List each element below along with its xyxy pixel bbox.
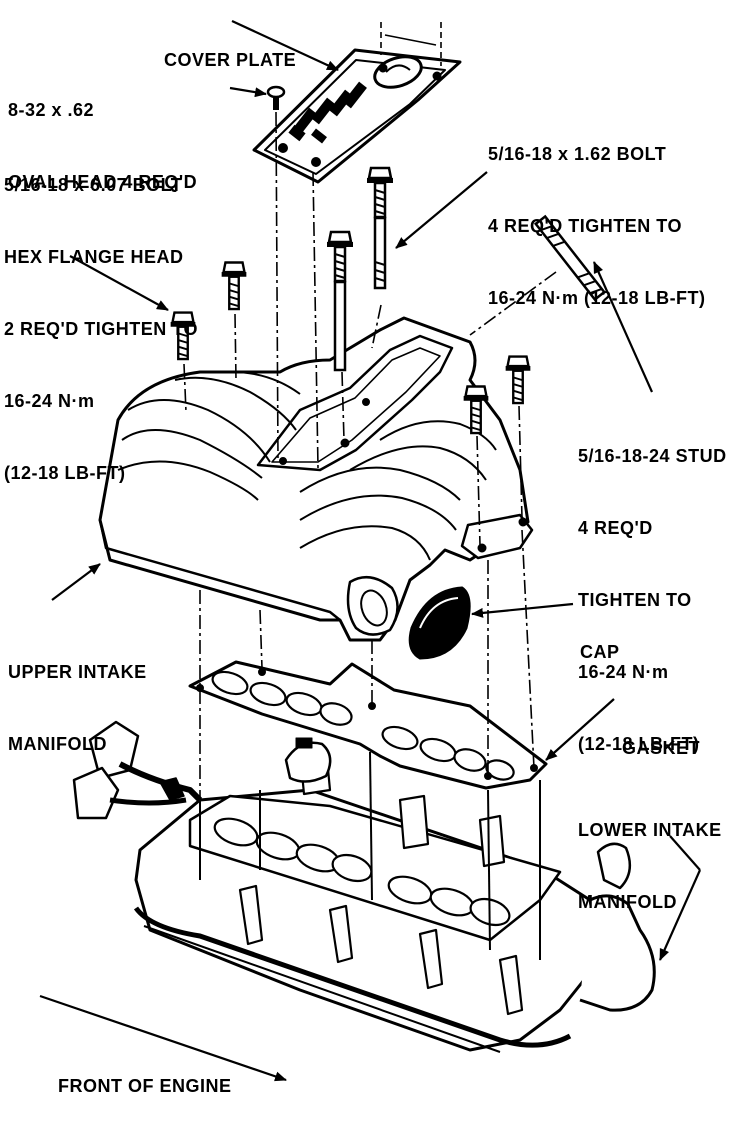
label-line: 16-24 N·m <box>4 391 95 411</box>
label-line: MANIFOLD <box>8 734 107 754</box>
gasket-part <box>188 660 548 790</box>
exploded-view-drawing <box>39 20 702 1082</box>
label-line: (12-18 LB-FT) <box>4 463 126 483</box>
label-line: 4 REQ'D TIGHTEN TO <box>488 216 682 236</box>
label-line: HEX FLANGE HEAD <box>4 247 184 267</box>
label-line: 5/16-18 x 1.62 BOLT <box>488 144 667 164</box>
label-line: COVER PLATE <box>164 50 297 70</box>
alignment-lines <box>183 111 557 870</box>
label-line: MANIFOLD <box>578 892 677 912</box>
intake-manifold-diagram: COVER PLATE 8-32 x .62 OVAL HEAD 4 REQ'D… <box>4 0 727 1096</box>
label-stud: 5/16-18-24 STUD 4 REQ'D TIGHTEN TO 16-24… <box>578 396 727 780</box>
label-line: 16-24 N·m (12-18 LB-FT) <box>488 288 706 308</box>
label-line: TIGHTEN TO <box>578 590 692 610</box>
wiring-harness <box>72 720 203 820</box>
label-line: 16-24 N·m <box>578 662 669 682</box>
label-front-of-engine: FRONT OF ENGINE <box>58 1026 232 1122</box>
label-line: 2 REQ'D TIGHTEN TO <box>4 319 198 339</box>
label-line: (12-18 LB-FT) <box>578 734 700 754</box>
label-oval-head-screw: 8-32 x .62 OVAL HEAD 4 REQ'D <box>8 50 197 218</box>
cap-part <box>408 586 471 660</box>
label-lower-intake-manifold: LOWER INTAKE MANIFOLD <box>578 770 722 938</box>
label-line: 8-32 x .62 <box>8 100 95 120</box>
label-line: CAP <box>580 642 620 662</box>
label-cover-plate: COVER PLATE <box>164 0 296 96</box>
upper-intake-manifold-part <box>98 316 534 642</box>
label-line: 5/16-18-24 STUD <box>578 446 727 466</box>
label-line: FRONT OF ENGINE <box>58 1076 232 1096</box>
oval-head-screw <box>266 85 286 110</box>
label-short-bolt: 5/16-18 x 1.62 BOLT 4 REQ'D TIGHTEN TO 1… <box>488 94 706 334</box>
label-line: LOWER INTAKE <box>578 820 722 840</box>
label-line: GASKET <box>622 738 701 758</box>
hex-flange-bolts-long <box>169 166 395 372</box>
label-line: UPPER INTAKE <box>8 662 147 682</box>
label-upper-intake-manifold: UPPER INTAKE MANIFOLD <box>8 612 147 780</box>
label-line: 4 REQ'D <box>578 518 653 538</box>
label-line: 5/16-18 x 6.07 BOLT <box>4 175 183 195</box>
label-cap: CAP <box>580 592 620 688</box>
lower-intake-manifold-part <box>133 737 656 1053</box>
leader-arrows <box>39 20 702 1082</box>
label-gasket: GASKET <box>622 688 700 784</box>
label-hex-flange-bolt: 5/16-18 x 6.07 BOLT HEX FLANGE HEAD 2 RE… <box>4 125 198 509</box>
label-line: OVAL HEAD 4 REQ'D <box>8 172 198 192</box>
stud-part <box>533 214 607 302</box>
cover-plate-part <box>252 48 462 184</box>
